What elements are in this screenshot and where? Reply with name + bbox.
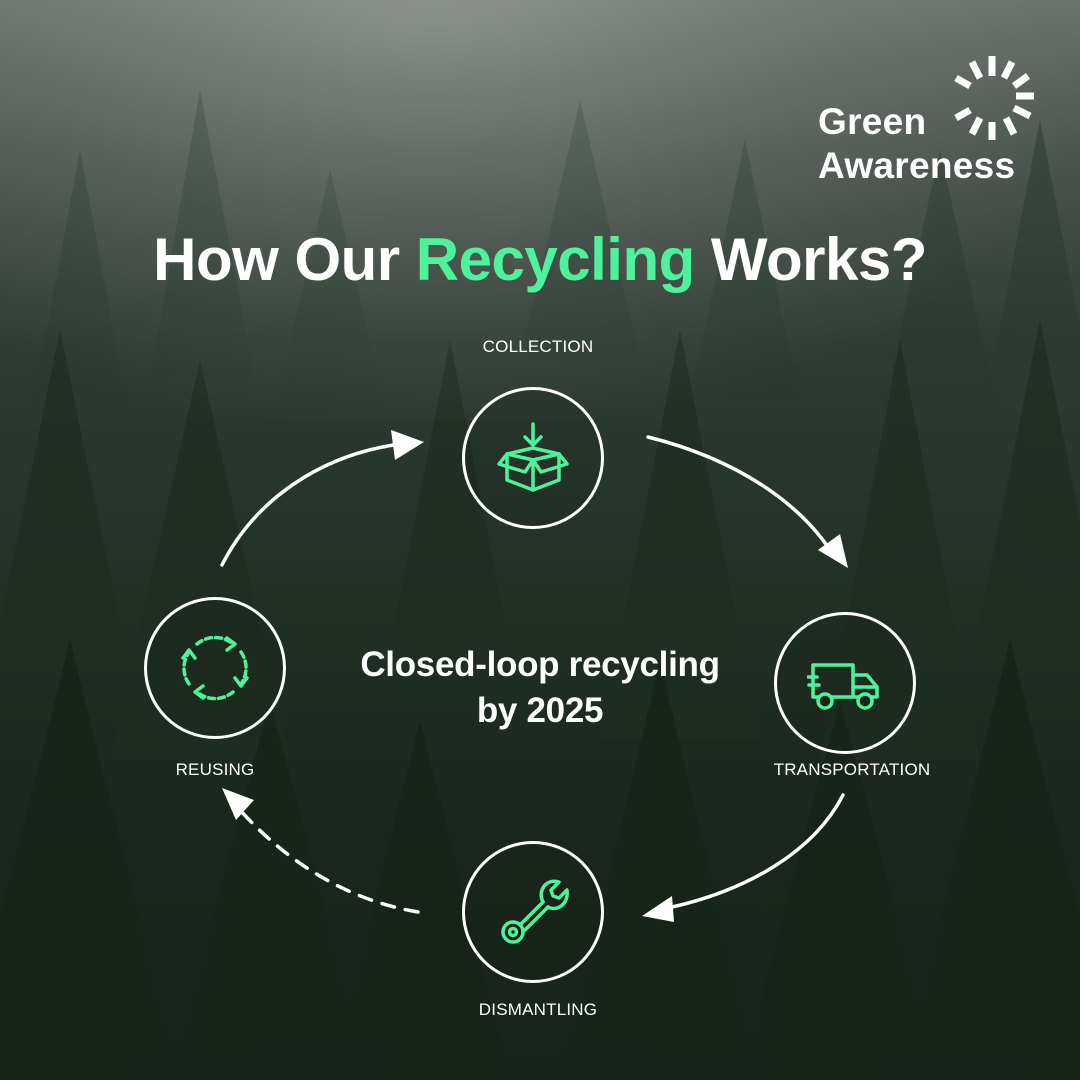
page-title: How Our Recycling Works? [0,222,1080,298]
box-arrow-down-icon [497,422,569,492]
center-line-2: by 2025 [476,691,604,730]
brand-line-2: Awareness [818,145,1016,186]
transportation-node [774,612,916,754]
title-part-1: How Our [153,226,416,293]
center-caption: Closed-loop recycling by 2025 [300,642,780,734]
transportation-label: TRANSPORTATION [773,760,931,779]
title-accent: Recycling [415,226,695,293]
arrow-dismantling-to-reusing [238,808,420,914]
sunburst-icon [954,56,1034,140]
recycle-arrows-icon [181,635,249,701]
reusing-node [144,597,286,739]
collection-node [462,387,604,529]
delivery-truck-icon [807,663,879,710]
center-line-1: Closed-loop recycling [360,645,720,684]
arrow-reusing-to-collection [220,442,402,567]
brand-logo: Green Awareness [818,48,1048,188]
brand-line-1: Green [818,101,927,142]
wrench-icon [501,879,569,944]
dismantling-node [462,841,604,983]
arrow-transportation-to-dismantling [666,793,845,910]
title-part-2: Works? [694,226,927,293]
collection-label: COLLECTION [482,337,594,356]
dismantling-label: DISMANTLING [478,1000,598,1019]
arrow-collection-to-transportation [646,435,832,552]
fog-overlay [0,0,1080,420]
reusing-label: REUSING [175,760,255,779]
